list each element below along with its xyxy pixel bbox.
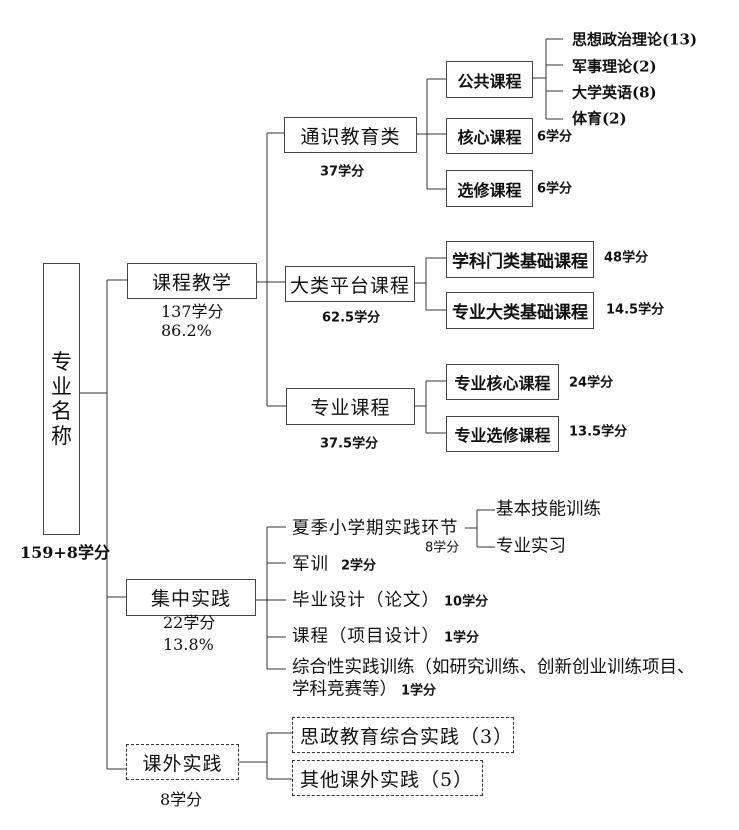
- extracurricular-practice-label: 课外实践: [142, 752, 223, 775]
- practice-item-summer-term: 夏季小学期实践环节: [292, 518, 459, 539]
- major-elective-courses-label: 专业选修课程: [454, 426, 551, 445]
- practice-item-credits: 1学分: [401, 683, 437, 699]
- practice-item-label: 课程（项目设计）: [292, 626, 440, 647]
- practice-item-credits: 10学分: [444, 594, 489, 610]
- root-char: 业: [51, 374, 72, 399]
- major-category-foundation-box: 专业大类基础课程: [446, 292, 594, 329]
- platform-courses-credits: 62.5学分: [322, 310, 381, 326]
- platform-courses-label: 大类平台课程: [289, 274, 410, 297]
- root-char: 名: [51, 399, 72, 423]
- course-teaching-percent: 86.2%: [161, 321, 212, 340]
- other-extracurricular-label: 其他课外实践（5）: [300, 768, 474, 791]
- core-courses-credits: 6学分: [537, 129, 573, 145]
- core-courses-label: 核心课程: [457, 128, 522, 147]
- major-core-courses-box: 专业核心课程: [446, 364, 559, 400]
- course-teaching-box: 课程教学: [127, 263, 257, 299]
- root-char: 称: [51, 423, 72, 448]
- practice-item-label: 学科竞赛等）: [292, 679, 397, 700]
- extracurricular-practice-credits: 8学分: [160, 790, 203, 809]
- root-total-credits: 159+8学分: [20, 543, 110, 562]
- general-education-label: 通识教育类: [300, 125, 401, 148]
- concentrated-practice-box: 集中实践: [126, 579, 256, 616]
- discipline-foundation-credits: 48学分: [604, 250, 649, 266]
- public-courses-label: 公共课程: [457, 71, 522, 91]
- major-elective-courses-box: 专业选修课程: [446, 416, 559, 452]
- major-category-foundation-credits: 14.5学分: [606, 302, 665, 318]
- public-course-item: 体育(2): [572, 109, 627, 128]
- summer-sub-item: 专业实习: [496, 536, 566, 557]
- practice-item-credits: 1学分: [444, 630, 480, 646]
- platform-courses-box: 大类平台课程: [285, 266, 415, 302]
- major-category-foundation-label: 专业大类基础课程: [452, 303, 588, 323]
- core-courses-box: 核心课程: [446, 118, 533, 154]
- extracurricular-practice-box: 课外实践: [126, 744, 239, 780]
- major-courses-label: 专业课程: [310, 397, 391, 419]
- major-core-courses-label: 专业核心课程: [454, 374, 551, 393]
- practice-item-label: 毕业设计（论文）: [292, 590, 440, 611]
- summer-sub-item: 基本技能训练: [496, 499, 601, 520]
- elective-courses-box: 选修课程: [446, 170, 533, 207]
- practice-item-comprehensive-line1: 综合性实践训练（如研究训练、创新创业训练项目、: [292, 657, 695, 678]
- concentrated-practice-percent: 13.8%: [163, 635, 214, 654]
- major-courses-box: 专业课程: [286, 388, 415, 425]
- public-course-item: 军事理论(2): [572, 57, 657, 76]
- practice-item-summer-term-credits: 8学分: [425, 540, 460, 556]
- discipline-foundation-box: 学科门类基础课程: [446, 241, 594, 278]
- practice-item-graduation-design: 毕业设计（论文） 10学分: [292, 592, 488, 610]
- root-char: 专: [51, 350, 72, 374]
- ideological-practice-label: 思政教育综合实践（3）: [300, 725, 514, 748]
- concentrated-practice-credits: 22学分: [163, 613, 216, 632]
- elective-courses-credits: 6学分: [537, 181, 573, 197]
- public-courses-box: 公共课程: [446, 61, 533, 98]
- general-education-box: 通识教育类: [284, 117, 417, 153]
- root-major-name-box: 专 业 名 称: [43, 263, 80, 535]
- major-courses-credits: 37.5学分: [320, 436, 379, 452]
- practice-item-comprehensive-line2: 学科竞赛等） 1学分: [292, 681, 436, 699]
- public-course-item: 大学英语(8): [572, 83, 657, 102]
- major-elective-courses-credits: 13.5学分: [569, 424, 628, 440]
- major-core-courses-credits: 24学分: [569, 375, 614, 391]
- concentrated-practice-label: 集中实践: [150, 588, 231, 610]
- public-course-item: 思想政治理论(13): [572, 30, 698, 49]
- ideological-practice-box: 思政教育综合实践（3）: [292, 717, 514, 753]
- practice-item-military-training: 军训 2学分: [292, 556, 376, 574]
- practice-item-course-project: 课程（项目设计） 1学分: [292, 628, 479, 646]
- other-extracurricular-box: 其他课外实践（5）: [292, 760, 483, 796]
- discipline-foundation-label: 学科门类基础课程: [452, 252, 588, 272]
- practice-item-label: 军训: [292, 554, 329, 575]
- elective-courses-label: 选修课程: [457, 180, 522, 200]
- practice-item-credits: 2学分: [341, 558, 377, 574]
- course-teaching-credits: 137学分: [161, 302, 224, 321]
- general-education-credits: 37学分: [320, 164, 365, 180]
- course-teaching-label: 课程教学: [151, 271, 232, 294]
